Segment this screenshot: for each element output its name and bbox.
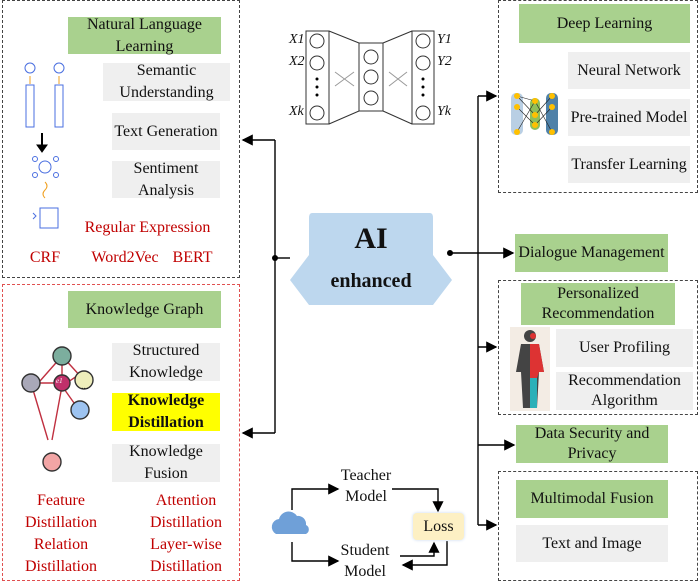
regex-label: Regular Expression bbox=[84, 219, 211, 236]
rec-item-algorithm: Recommendation Algorithm bbox=[556, 372, 693, 410]
kg-item-distillation: Knowledge Distillation bbox=[112, 392, 220, 431]
nlp-item-text-generation: Text Generation bbox=[112, 113, 220, 150]
dl-item-pretrained: Pre-trained Model bbox=[568, 99, 690, 136]
bert-label: BERT bbox=[172, 249, 213, 266]
dl-panel bbox=[498, 0, 698, 193]
nn-output-2: Y2 bbox=[437, 54, 452, 69]
kg-node-label: e1 bbox=[56, 377, 63, 385]
dl-item-nn: Neural Network bbox=[568, 52, 690, 89]
rec-item-profiling: User Profiling bbox=[556, 329, 693, 367]
nn-output-1: Y1 bbox=[437, 32, 452, 47]
ai-subtitle: enhanced bbox=[330, 270, 412, 292]
cloud-icon bbox=[271, 511, 309, 534]
attention-distillation: Attention Distillation bbox=[150, 492, 222, 531]
nlp-title: Natural Language Learning bbox=[68, 16, 221, 55]
mm-title: Multimodal Fusion bbox=[516, 480, 668, 518]
nn-input-2: X2 bbox=[289, 54, 305, 69]
data-security: Data Security and Privacy bbox=[516, 425, 668, 463]
mm-item-text-image: Text and Image bbox=[516, 525, 668, 562]
ai-title: AI bbox=[354, 222, 388, 255]
nn-input-1: X1 bbox=[289, 32, 305, 47]
mm-panel bbox=[498, 471, 698, 581]
kg-item-fusion: Knowledge Fusion bbox=[112, 443, 220, 482]
kg-item-structured: Structured Knowledge bbox=[112, 342, 220, 381]
autoencoder-icon bbox=[305, 30, 435, 125]
nlp-pipeline-icon bbox=[24, 62, 65, 229]
rec-panel bbox=[498, 280, 698, 415]
nlp-item-sentiment: Sentiment Analysis bbox=[112, 160, 220, 199]
kg-panel bbox=[2, 284, 240, 581]
crf-label: CRF bbox=[29, 249, 61, 266]
word2vec-label: Word2Vec bbox=[91, 249, 159, 266]
neural-network-icon bbox=[511, 93, 558, 135]
dialogue-management: Dialogue Management bbox=[515, 234, 668, 272]
layerwise-distillation: Layer-wise Distillation bbox=[150, 536, 222, 575]
kg-ellipsis: ... bbox=[81, 381, 89, 392]
knowledge-graph-icon bbox=[21, 346, 94, 472]
human-profile-icon bbox=[510, 327, 550, 411]
teacher-model: Teacher Model bbox=[340, 467, 392, 505]
dl-item-transfer: Transfer Learning bbox=[568, 146, 690, 183]
nn-input-k: Xk bbox=[289, 104, 304, 119]
kg-title: Knowledge Graph bbox=[68, 291, 221, 328]
feature-distillation: Feature Distillation bbox=[25, 492, 97, 531]
student-model: Student Model bbox=[340, 542, 390, 580]
rec-title: Personalized Recommendation bbox=[521, 283, 675, 325]
relation-distillation: Relation Distillation bbox=[25, 536, 97, 575]
nlp-panel bbox=[2, 0, 240, 278]
dl-title: Deep Learning bbox=[519, 4, 690, 43]
nn-output-k: Yk bbox=[437, 104, 451, 119]
ai-hexagon bbox=[290, 213, 452, 305]
loss-box: Loss bbox=[413, 513, 464, 540]
nlp-item-semantic: Semantic Understanding bbox=[103, 62, 230, 101]
